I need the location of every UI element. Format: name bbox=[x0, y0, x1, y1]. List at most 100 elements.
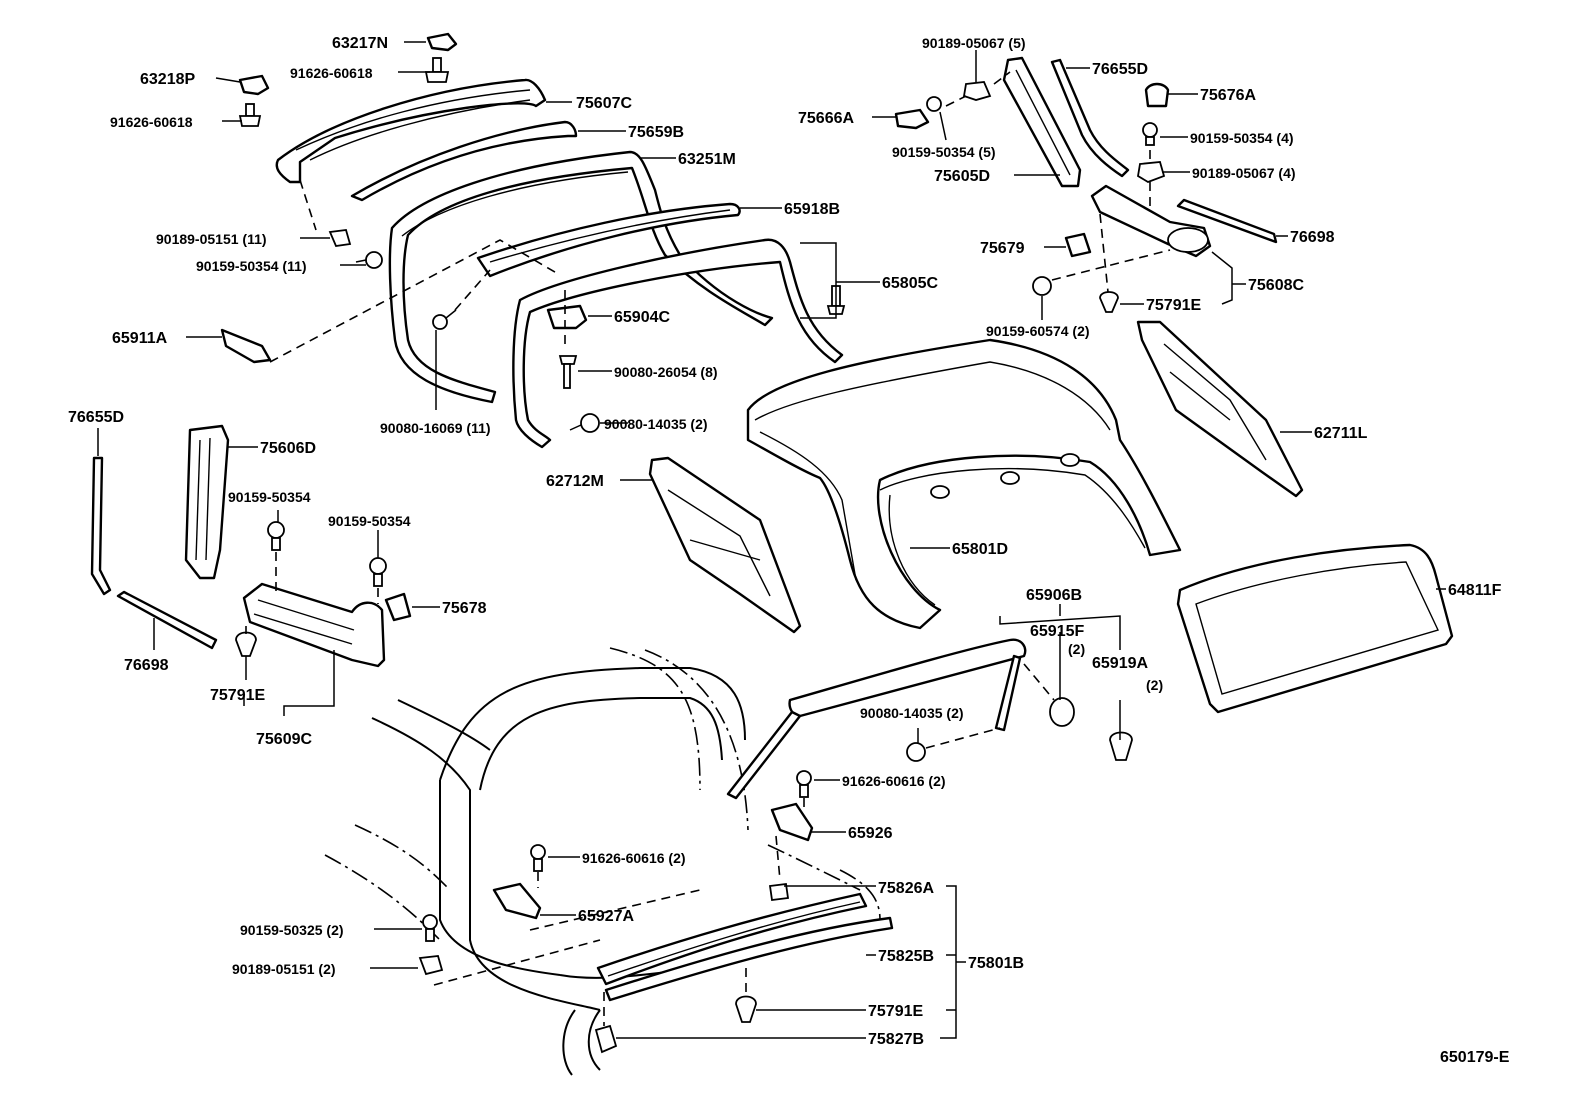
part-90159-60574-screw bbox=[1032, 276, 1052, 296]
label-63217N: 63217N bbox=[332, 35, 388, 52]
label-75659B: 75659B bbox=[628, 124, 684, 141]
label-91626-60616-a: 91626-60616 (2) bbox=[842, 773, 946, 789]
label-90189-05151-11: 90189-05151 (11) bbox=[156, 231, 267, 247]
label-75676A: 75676A bbox=[1200, 87, 1256, 104]
label-65801D: 65801D bbox=[952, 541, 1008, 558]
label-65927A: 65927A bbox=[578, 908, 634, 925]
part-75827B-cap bbox=[594, 1024, 618, 1054]
part-65918B-rail bbox=[476, 202, 741, 278]
part-90159-50354-screw-d bbox=[267, 521, 285, 551]
part-75606D-channel bbox=[184, 424, 230, 580]
part-65915F-bushing bbox=[1049, 697, 1075, 727]
part-65801D-hardtop bbox=[746, 338, 1182, 630]
part-65911A-bracket bbox=[220, 328, 272, 364]
part-65906B-link bbox=[726, 710, 802, 800]
label-90080-14035-a: 90080-14035 (2) bbox=[604, 416, 708, 432]
label-75791E-a: 75791E bbox=[1146, 297, 1201, 314]
label-65904C: 65904C bbox=[614, 309, 670, 326]
part-90159-50354-screw-e bbox=[369, 557, 387, 587]
part-75791E-clip-b bbox=[235, 631, 257, 657]
label-62712M: 62712M bbox=[546, 473, 604, 490]
label-90080-16069: 90080-16069 (11) bbox=[380, 420, 491, 436]
part-65904C-bracket bbox=[546, 304, 588, 330]
label-76698-a: 76698 bbox=[1290, 229, 1335, 246]
label-75608C: 75608C bbox=[1248, 277, 1304, 294]
part-63218P-clip bbox=[238, 74, 270, 96]
label-75827B: 75827B bbox=[868, 1031, 924, 1048]
label-90159-50354-11: 90159-50354 (11) bbox=[196, 258, 307, 274]
part-76698-strip-b bbox=[116, 590, 218, 650]
label-90189-05151-2: 90189-05151 (2) bbox=[232, 961, 336, 977]
label-75606D: 75606D bbox=[260, 440, 316, 457]
label-75607C: 75607C bbox=[576, 95, 632, 112]
part-90189-05067-clip-a bbox=[962, 81, 992, 101]
label-90159-50354-a: 90159-50354 bbox=[228, 489, 311, 505]
label-90159-60574: 90159-60574 (2) bbox=[986, 323, 1090, 339]
part-65805C-frame bbox=[512, 238, 844, 449]
part-75679-clip bbox=[1064, 232, 1092, 258]
label-63218P: 63218P bbox=[140, 71, 195, 88]
part-75666A-clip bbox=[894, 108, 930, 130]
label-64811F: 64811F bbox=[1448, 582, 1502, 599]
label-76655D-b: 76655D bbox=[68, 409, 124, 426]
label-75609C: 75609C bbox=[256, 731, 312, 748]
part-76698-strip-a bbox=[1176, 198, 1278, 244]
label-65915F: 65915F bbox=[1030, 623, 1084, 640]
part-65927A-bracket bbox=[492, 882, 542, 920]
part-90080-16069-bolt bbox=[432, 309, 457, 330]
part-63251M-weatherstrip bbox=[388, 150, 774, 404]
part-75678-clip bbox=[384, 592, 412, 622]
part-76655D-strip-b bbox=[90, 456, 112, 596]
label-65918B: 65918B bbox=[784, 201, 840, 218]
part-75659B-strip bbox=[350, 120, 578, 202]
label-91626-60618-a: 91626-60618 bbox=[290, 65, 373, 81]
label-90189-05067-5: 90189-05067 (5) bbox=[922, 35, 1026, 51]
label-65805C: 65805C bbox=[882, 275, 938, 292]
label-65911A: 65911A bbox=[112, 330, 168, 347]
label-90080-26054: 90080-26054 (8) bbox=[614, 364, 718, 380]
label-90080-14035-b: 90080-14035 (2) bbox=[860, 705, 964, 721]
part-91626-60616-bolt-a bbox=[796, 770, 812, 798]
part-90159-50354-screw-c bbox=[1142, 122, 1158, 146]
label-91626-60618-b: 91626-60618 bbox=[110, 114, 193, 130]
label-75801B: 75801B bbox=[968, 955, 1024, 972]
part-90080-14035-bolt-b bbox=[906, 742, 926, 762]
part-65919A-clip bbox=[1109, 731, 1133, 761]
label-75605D: 75605D bbox=[934, 168, 990, 185]
part-65926-bracket bbox=[770, 802, 814, 842]
part-62711L-quarter-window bbox=[1136, 320, 1304, 498]
label-65926: 65926 bbox=[848, 825, 893, 842]
label-65906B: 65906B bbox=[1026, 587, 1082, 604]
leader-lines bbox=[97, 41, 1446, 1039]
label-65919A-qty: (2) bbox=[1146, 677, 1163, 693]
label-75791E-c: 75791E bbox=[868, 1003, 923, 1020]
label-62711L: 62711L bbox=[1314, 425, 1368, 442]
part-63217N-clip bbox=[426, 32, 458, 52]
part-91626-60616-bolt-b bbox=[530, 844, 546, 872]
label-90159-50354-b: 90159-50354 bbox=[328, 513, 411, 529]
label-75666A: 75666A bbox=[798, 110, 854, 127]
part-75676A-cap bbox=[1144, 82, 1170, 108]
label-90189-05067-4: 90189-05067 (4) bbox=[1192, 165, 1296, 181]
part-90159-50325-screw bbox=[422, 914, 438, 942]
label-76698-b: 76698 bbox=[124, 657, 169, 674]
diagram-id: 650179-E bbox=[1440, 1049, 1510, 1066]
label-75826A: 75826A bbox=[878, 880, 934, 897]
part-75607C-rail bbox=[275, 78, 547, 184]
label-65919A: 65919A bbox=[1092, 655, 1148, 672]
part-62712M-quarter-window bbox=[648, 456, 802, 634]
part-90159-50354-screw-b bbox=[926, 96, 942, 112]
label-63251M: 63251M bbox=[678, 151, 736, 168]
part-90189-05151-clip-b bbox=[418, 955, 444, 976]
label-90159-50354-4: 90159-50354 (4) bbox=[1190, 130, 1294, 146]
part-90189-05067-clip-b bbox=[1137, 161, 1166, 183]
part-75801B-moulding bbox=[604, 916, 894, 1002]
label-75679: 75679 bbox=[980, 240, 1025, 257]
part-90189-05151-clip bbox=[328, 229, 352, 247]
label-75678: 75678 bbox=[442, 600, 487, 617]
part-75791E-clip-a bbox=[1099, 291, 1119, 313]
label-76655D-a: 76655D bbox=[1092, 61, 1148, 78]
part-91626-60618-bolt-b bbox=[238, 103, 262, 127]
part-91626-60618-bolt-a bbox=[424, 57, 450, 83]
